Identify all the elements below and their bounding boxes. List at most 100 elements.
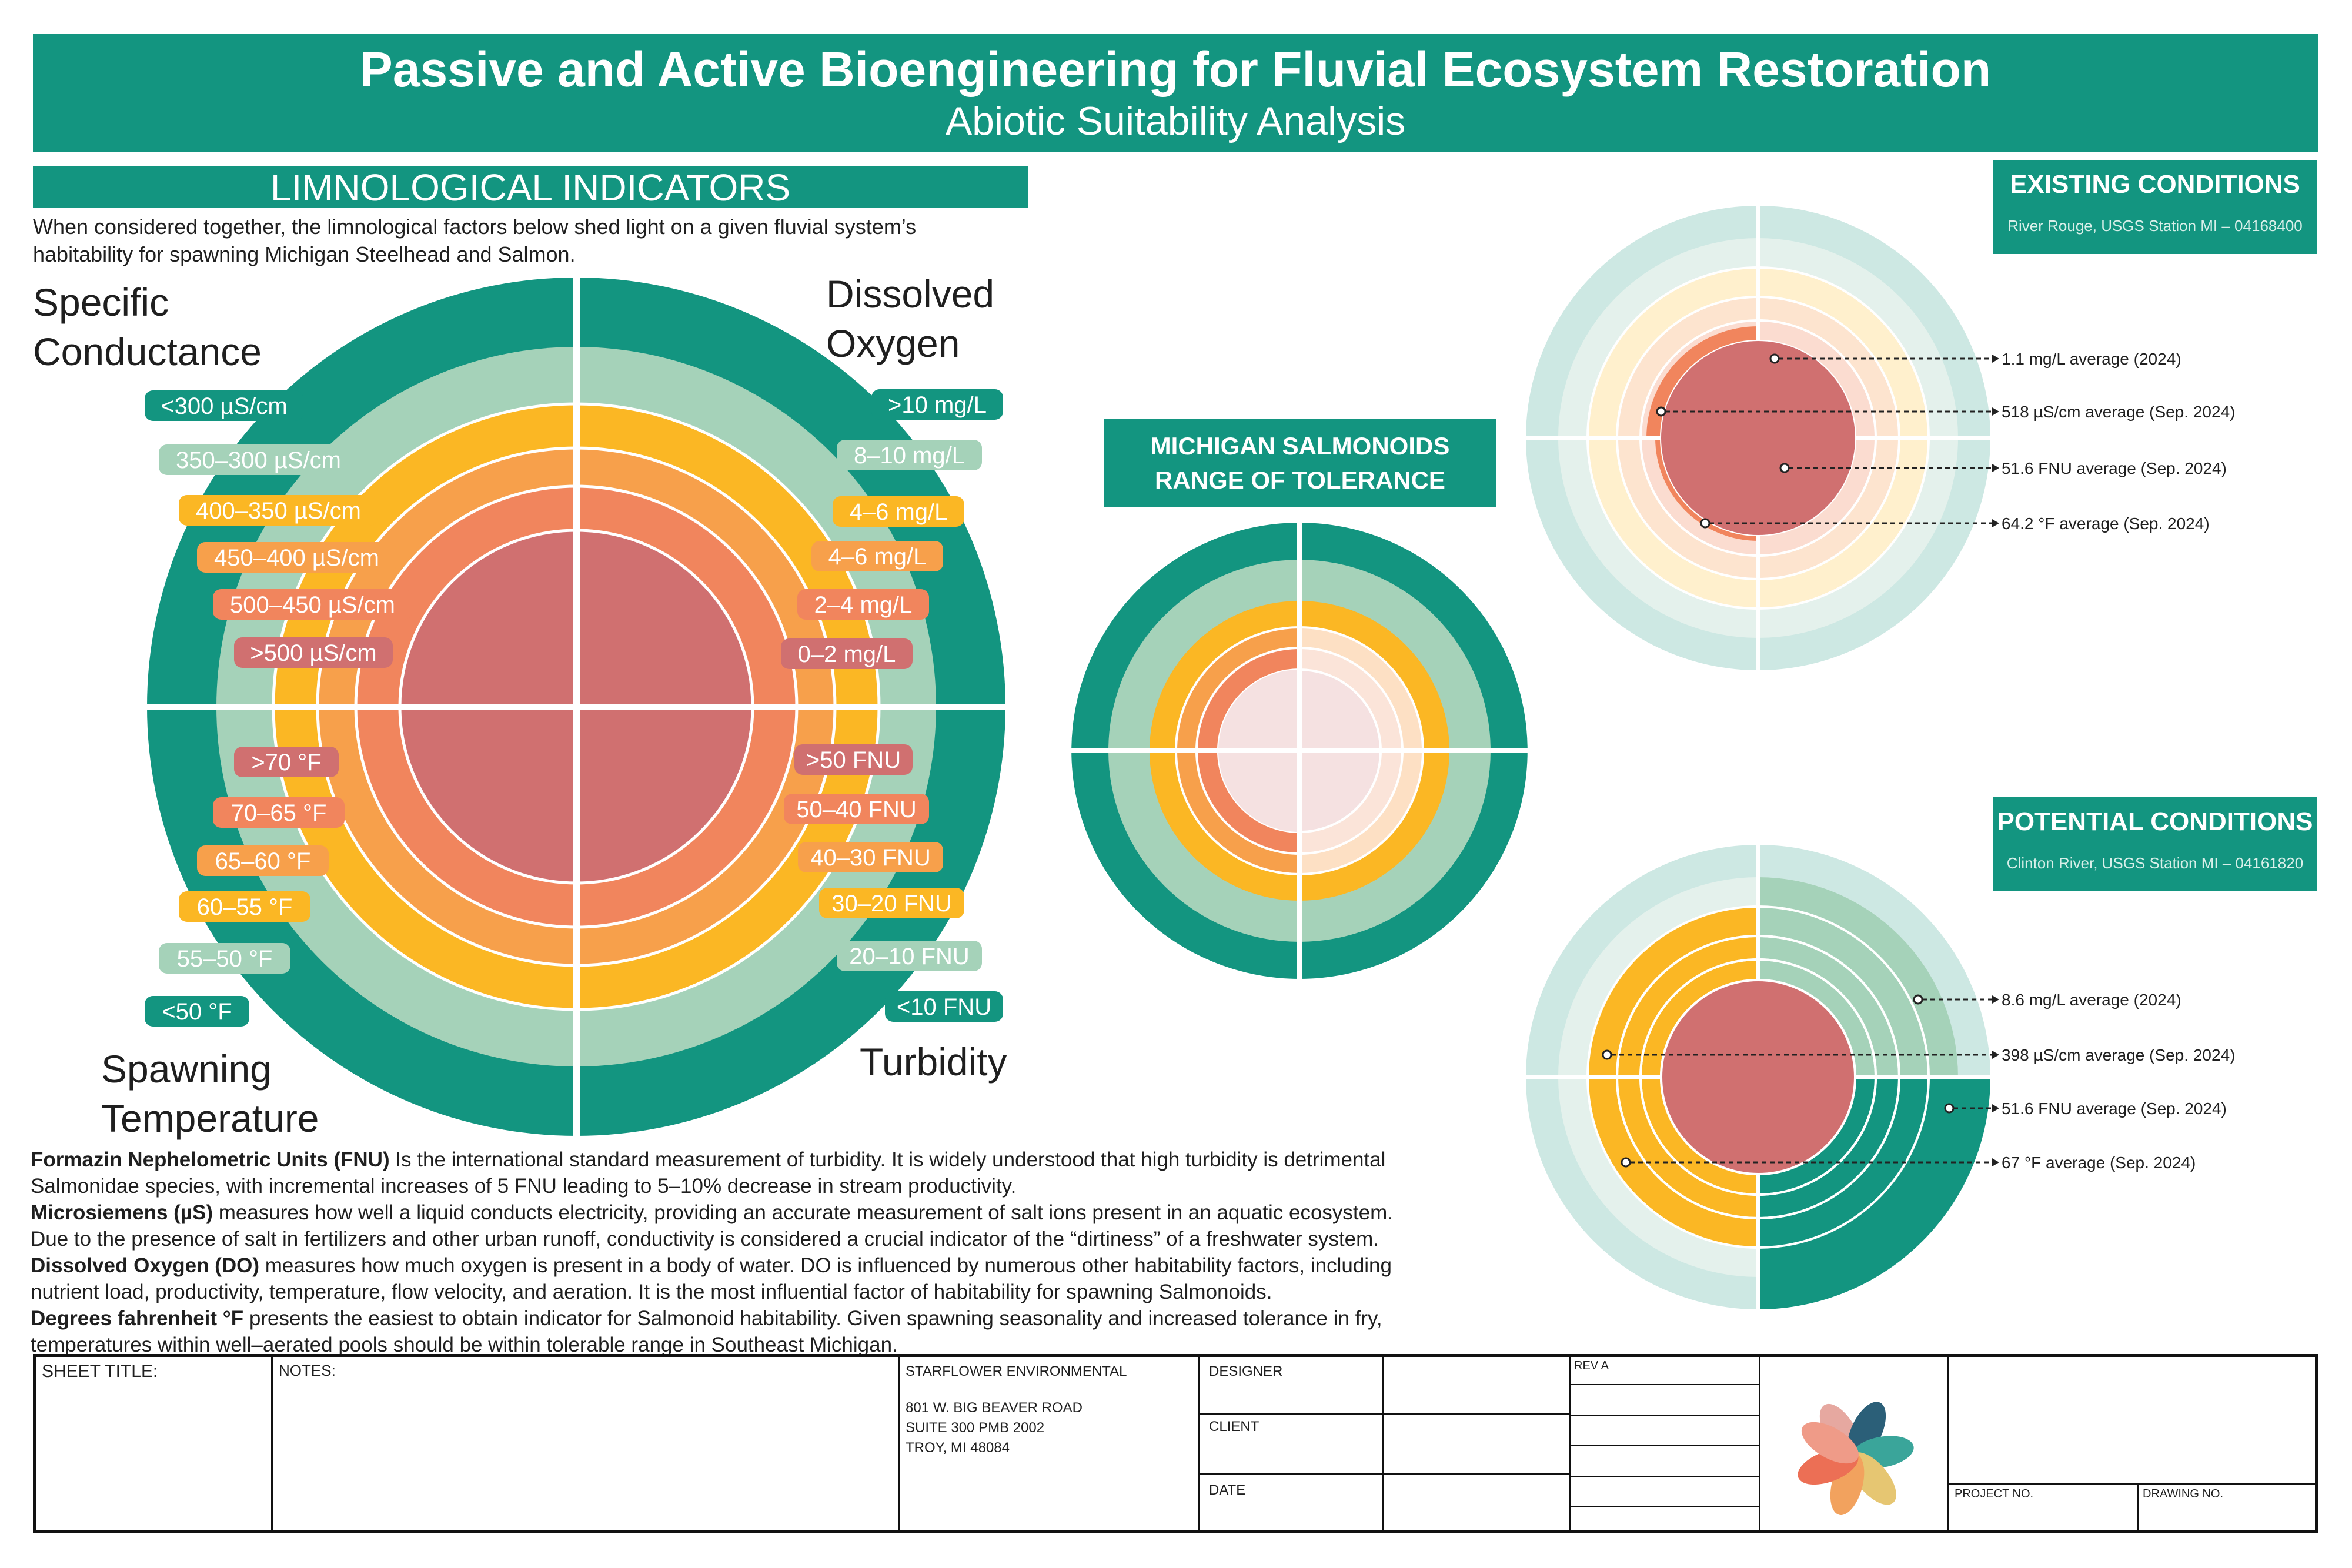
oxygen-label: >10 mg/L xyxy=(888,392,987,418)
potential-conditions-header: POTENTIAL CONDITIONS Clinton River, USGS… xyxy=(1993,797,2317,891)
definition-text: nutrient load, productivity, temperature… xyxy=(31,1281,1272,1303)
existing-arrow xyxy=(1992,407,1999,416)
conductance-label: 500–450 µS/cm xyxy=(230,592,395,618)
quadrant-title-line: Conductance xyxy=(33,330,262,373)
temperature-label: 60–55 °F xyxy=(197,894,293,920)
project-no-label: PROJECT NO. xyxy=(1955,1487,2034,1500)
sheet-title-cell: SHEET TITLE: xyxy=(36,1357,273,1530)
potential-marker xyxy=(1621,1157,1631,1168)
quadrant-title-line: Oxygen xyxy=(826,322,960,365)
potential-arrow xyxy=(1992,1051,1999,1059)
condition-annotations: 1.1 mg/L average (2024)518 µS/cm average… xyxy=(1602,350,2235,1172)
existing-station: River Rouge, USGS Station MI – 04168400 xyxy=(2007,217,2303,235)
address-line: 801 W. BIG BEAVER ROAD xyxy=(906,1400,1083,1416)
address-line: SUITE 300 PMB 2002 xyxy=(906,1420,1045,1436)
temperature-label-bg xyxy=(213,797,345,828)
conductance-label: 350–300 µS/cm xyxy=(176,447,341,473)
tolerance-title-line: MICHIGAN SALMONOIDS xyxy=(1150,432,1450,460)
definition-term: Degrees fahrenheit °F xyxy=(31,1307,244,1330)
potential-inner-outline xyxy=(1616,935,1900,1219)
conductance-label-bg xyxy=(145,390,303,421)
potential-arrow xyxy=(1992,1104,1999,1112)
logo-cell xyxy=(1760,1357,1949,1530)
temperature-label: 70–65 °F xyxy=(231,800,327,826)
potential-annotation: 51.6 FNU average (Sep. 2024) xyxy=(2002,1099,2227,1118)
existing-center xyxy=(1661,341,1855,535)
existing-arrow xyxy=(1992,355,1999,363)
definition-text: temperatures within well–aerated pools s… xyxy=(31,1333,898,1356)
designer-label: DESIGNER xyxy=(1209,1363,1283,1379)
quadrant-title-line: Specific xyxy=(33,280,169,324)
quadrant-title-line: Temperature xyxy=(101,1096,319,1140)
page-subtitle: Abiotic Suitability Analysis xyxy=(945,98,1406,143)
conductance-label: 450–400 µS/cm xyxy=(214,545,379,571)
turbidity-label: >50 FNU xyxy=(806,747,901,773)
definition-text: measures how well a liquid conducts elec… xyxy=(212,1201,1393,1224)
revision-label: REV A xyxy=(1574,1359,1609,1372)
limnological-banner: LIMNOLOGICAL INDICATORS xyxy=(33,166,1028,209)
turbidity-label-bg xyxy=(837,941,982,971)
definition-fnu: Formazin Nephelometric Units (FNU) Is th… xyxy=(31,1146,1536,1173)
temperature-label: >70 °F xyxy=(251,750,321,775)
temperature-label-bg xyxy=(179,891,310,922)
quadrant-title-line: Dissolved xyxy=(826,272,995,316)
oxygen-label: 2–4 mg/L xyxy=(814,592,913,618)
existing-marker xyxy=(1769,353,1780,364)
oxygen-label: 0–2 mg/L xyxy=(798,641,896,667)
quadrant-title-line: Turbidity xyxy=(860,1040,1007,1084)
title-banner: Passive and Active Bioengineering for Fl… xyxy=(33,34,2318,152)
date-label: DATE xyxy=(1209,1482,1246,1498)
temperature-label: 65–60 °F xyxy=(215,848,311,874)
definition-f: Degrees fahrenheit °F presents the easie… xyxy=(31,1305,1536,1332)
conductance-label: 400–350 µS/cm xyxy=(196,498,361,524)
temperature-label-bg xyxy=(197,845,329,876)
intro-line: When considered together, the limnologic… xyxy=(33,215,917,239)
oxygen-label: 4–6 mg/L xyxy=(828,544,927,570)
turbidity-label: 20–10 FNU xyxy=(849,944,970,969)
conductance-label: <300 µS/cm xyxy=(161,393,287,419)
tolerance-rings xyxy=(1069,520,1530,981)
temperature-label-bg xyxy=(145,996,249,1027)
main-range-labels: <300 µS/cm 350–300 µS/cm 400–350 µS/cm 450–… xyxy=(145,389,1003,1027)
conductance-label-bg xyxy=(213,589,412,620)
turbidity-label: 30–20 FNU xyxy=(831,891,952,917)
sheet-title-label: SHEET TITLE: xyxy=(42,1362,158,1381)
conductance-label-bg xyxy=(197,542,396,573)
oxygen-label-bg xyxy=(837,440,982,470)
turbidity-label-bg xyxy=(794,744,913,775)
turbidity-label-bg xyxy=(798,842,943,872)
existing-marker xyxy=(1700,518,1710,529)
potential-arrow xyxy=(1992,995,1999,1004)
client-label: CLIENT xyxy=(1209,1419,1259,1435)
potential-annotation: 67 °F average (Sep. 2024) xyxy=(2002,1154,2196,1172)
existing-annotation: 518 µS/cm average (Sep. 2024) xyxy=(2002,403,2235,421)
definition-text: measures how much oxygen is present in a… xyxy=(259,1254,1392,1277)
roles-value-cell xyxy=(1384,1357,1571,1530)
definitions: Formazin Nephelometric Units (FNU) Is th… xyxy=(31,1146,1536,1358)
tolerance-center-tl xyxy=(1218,670,1299,751)
notes-label: NOTES: xyxy=(279,1362,336,1379)
oxygen-label-bg xyxy=(781,638,913,669)
turbidity-label: 50–40 FNU xyxy=(796,797,917,823)
conductance-label-bg xyxy=(234,637,393,668)
temperature-label-bg xyxy=(234,747,339,777)
intro-line: habitability for spawning Michigan Steel… xyxy=(33,242,576,266)
potential-marker xyxy=(1944,1103,1955,1114)
conductance-label: >500 µS/cm xyxy=(250,640,376,666)
company-name: STARFLOWER ENVIRONMENTAL xyxy=(906,1363,1127,1379)
definition-text: Due to the presence of salt in fertilize… xyxy=(31,1228,1379,1251)
definition-term: Dissolved Oxygen (DO) xyxy=(31,1254,259,1277)
notes-cell: NOTES: xyxy=(273,1357,900,1530)
definition-do: Dissolved Oxygen (DO) measures how much … xyxy=(31,1252,1536,1279)
drawing-no-label: DRAWING NO. xyxy=(2143,1487,2224,1500)
turbidity-label: 40–30 FNU xyxy=(810,845,931,871)
definition-us: Microsiemens (µS) measures how well a li… xyxy=(31,1199,1536,1226)
title-block: SHEET TITLE: NOTES: STARFLOWER ENVIRONME… xyxy=(33,1354,2318,1533)
potential-annotation: 398 µS/cm average (Sep. 2024) xyxy=(2002,1046,2235,1064)
potential-rings xyxy=(1524,843,1992,1311)
existing-marker xyxy=(1779,463,1790,473)
existing-rings xyxy=(1524,204,1992,672)
potential-marker xyxy=(1913,994,1923,1005)
potential-center-outline xyxy=(1660,979,1856,1175)
